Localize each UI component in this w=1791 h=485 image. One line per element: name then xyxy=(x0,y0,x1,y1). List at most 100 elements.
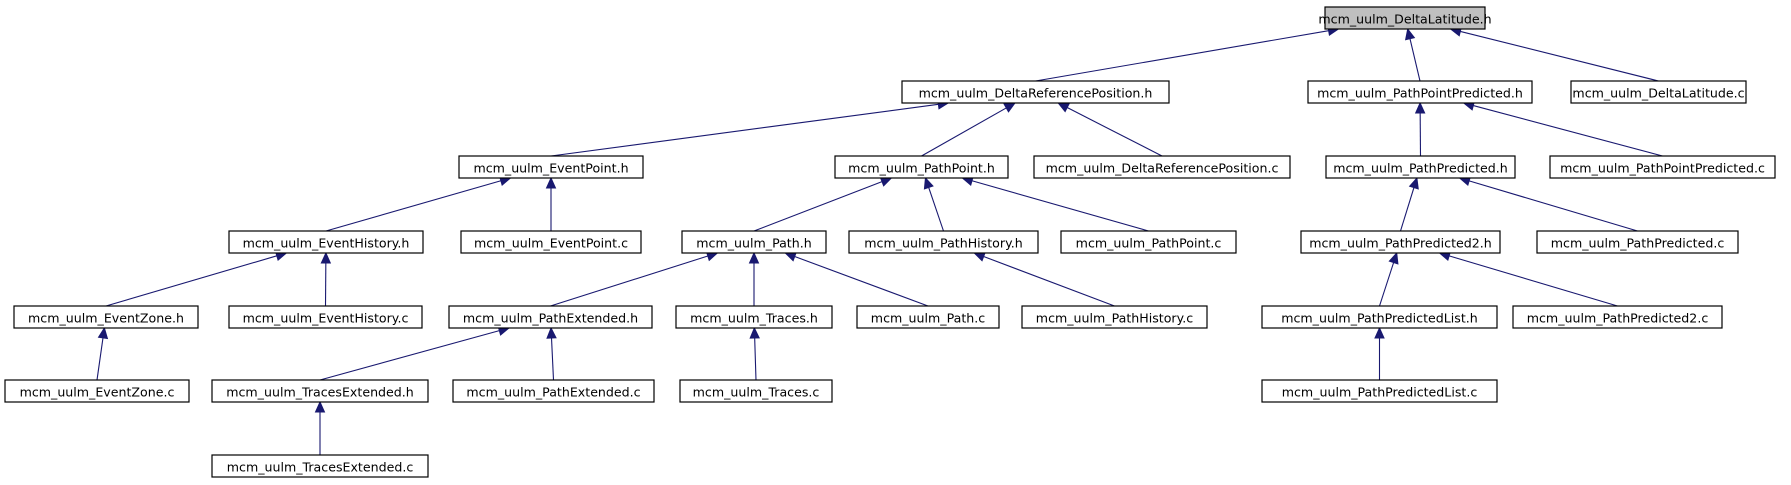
arrowhead xyxy=(1057,102,1071,113)
node-box xyxy=(834,155,1009,179)
edge-mcm-uulm-pathpointpredicted-c-to-mcm-uulm-pathpointpredicted-h xyxy=(1462,100,1663,157)
node-box xyxy=(856,305,1000,329)
node-mcm-uulm-traces-h[interactable]: mcm_uulm_Traces.h xyxy=(675,305,833,329)
edge-mcm-uulm-pathextended-c-to-mcm-uulm-pathextended-h xyxy=(546,326,557,381)
edge-mcm-uulm-pathpredicted2-h-to-mcm-uulm-pathpredicted-h xyxy=(1399,176,1419,232)
arrowhead xyxy=(1388,251,1399,265)
node-mcm-uulm-path-c[interactable]: mcm_uulm_Path.c xyxy=(856,305,1000,329)
node-box xyxy=(675,305,833,329)
node-mcm-uulm-eventhistory-h[interactable]: mcm_uulm_EventHistory.h xyxy=(228,230,424,254)
node-box xyxy=(1261,305,1498,329)
edge-mcm-uulm-pathpredicted2-c-to-mcm-uulm-pathpredicted2-h xyxy=(1438,250,1618,307)
node-mcm-uulm-deltalatitude-c[interactable]: mcm_uulm_DeltaLatitude.c xyxy=(1570,80,1747,104)
node-mcm-uulm-eventpoint-c[interactable]: mcm_uulm_EventPoint.c xyxy=(460,230,642,254)
node-label: mcm_uulm_PathPredictedList.c xyxy=(1282,385,1478,400)
node-mcm-uulm-pathpredicted-c[interactable]: mcm_uulm_PathPredicted.c xyxy=(1536,230,1739,254)
arrowhead xyxy=(1408,176,1419,190)
node-label: mcm_uulm_PathHistory.h xyxy=(864,236,1022,251)
edge-mcm-uulm-eventhistory-c-to-mcm-uulm-eventhistory-h xyxy=(320,251,332,307)
node-label: mcm_uulm_EventZone.h xyxy=(28,311,184,326)
node-mcm-uulm-pathpredicted-h[interactable]: mcm_uulm_PathPredicted.h xyxy=(1325,155,1516,179)
node-box xyxy=(901,80,1170,104)
node-label: mcm_uulm_PathExtended.h xyxy=(463,311,638,326)
node-mcm-uulm-path-h[interactable]: mcm_uulm_Path.h xyxy=(681,230,827,254)
arrowhead xyxy=(879,176,893,187)
node-label: mcm_uulm_PathPointPredicted.h xyxy=(1317,86,1523,101)
node-label: mcm_uulm_EventPoint.h xyxy=(473,161,628,176)
node-label: mcm_uulm_Traces.c xyxy=(693,385,820,400)
node-box xyxy=(1033,155,1291,179)
node-mcm-uulm-pathhistory-h[interactable]: mcm_uulm_PathHistory.h xyxy=(848,230,1039,254)
node-mcm-uulm-pathpredictedlist-c[interactable]: mcm_uulm_PathPredictedList.c xyxy=(1261,379,1498,403)
node-box xyxy=(681,230,827,254)
node-box xyxy=(1325,155,1516,179)
edge-mcm-uulm-pathhistory-h-to-mcm-uulm-pathpoint-h xyxy=(923,176,945,232)
arrowhead xyxy=(748,251,760,264)
arrowhead xyxy=(546,326,557,339)
node-mcm-uulm-traces-c[interactable]: mcm_uulm_Traces.c xyxy=(679,379,833,403)
edge-mcm-uulm-pathpoint-c-to-mcm-uulm-pathpoint-h xyxy=(961,175,1149,232)
arrowhead xyxy=(749,326,760,339)
node-label: mcm_uulm_PathPointPredicted.c xyxy=(1560,161,1765,176)
node-label: mcm_uulm_DeltaReferencePosition.h xyxy=(919,86,1153,101)
node-box xyxy=(1570,80,1747,104)
node-mcm-uulm-pathpredictedlist-h[interactable]: mcm_uulm_PathPredictedList.h xyxy=(1261,305,1498,329)
node-label: mcm_uulm_PathPoint.c xyxy=(1076,236,1222,251)
edge-mcm-uulm-traces-c-to-mcm-uulm-traces-h xyxy=(749,326,760,381)
edge-mcm-uulm-pathpredicted-h-to-mcm-uulm-pathpointpredicted-h xyxy=(1414,101,1426,157)
node-mcm-uulm-eventzone-h[interactable]: mcm_uulm_EventZone.h xyxy=(13,305,199,329)
node-mcm-uulm-pathhistory-c[interactable]: mcm_uulm_PathHistory.c xyxy=(1021,305,1208,329)
node-label: mcm_uulm_PathPoint.h xyxy=(848,161,995,176)
node-mcm-uulm-pathpoint-c[interactable]: mcm_uulm_PathPoint.c xyxy=(1060,230,1237,254)
node-label: mcm_uulm_DeltaReferencePosition.c xyxy=(1046,161,1279,176)
edge-mcm-uulm-tracesextended-c-to-mcm-uulm-tracesextended-h xyxy=(314,400,326,455)
node-label: mcm_uulm_PathHistory.c xyxy=(1036,311,1193,326)
node-mcm-uulm-pathextended-c[interactable]: mcm_uulm_PathExtended.c xyxy=(452,379,655,403)
node-box xyxy=(1307,80,1533,104)
edge-mcm-uulm-pathpointpredicted-h-to-mcm-uulm-deltalatitude-h xyxy=(1404,27,1421,82)
node-label: mcm_uulm_EventHistory.h xyxy=(243,236,410,251)
node-box xyxy=(1536,230,1739,254)
node-mcm-uulm-pathpredicted2-h[interactable]: mcm_uulm_PathPredicted2.h xyxy=(1300,230,1501,254)
node-label: mcm_uulm_EventPoint.c xyxy=(474,236,628,251)
arrowhead xyxy=(545,176,557,189)
edge-mcm-uulm-pathpredictedlist-h-to-mcm-uulm-pathpredicted2-h xyxy=(1378,251,1399,307)
node-box xyxy=(1324,6,1486,30)
edge-mcm-uulm-traces-h-to-mcm-uulm-path-h xyxy=(748,251,760,306)
arrowhead xyxy=(314,400,326,413)
node-mcm-uulm-pathpredicted2-c[interactable]: mcm_uulm_PathPredicted2.c xyxy=(1512,305,1723,329)
node-box xyxy=(452,379,655,403)
node-box xyxy=(848,230,1039,254)
node-mcm-uulm-pathpointpredicted-h[interactable]: mcm_uulm_PathPointPredicted.h xyxy=(1307,80,1533,104)
node-label: mcm_uulm_PathPredicted2.c xyxy=(1527,311,1709,326)
edges xyxy=(96,25,1663,455)
node-mcm-uulm-tracesextended-c[interactable]: mcm_uulm_TracesExtended.c xyxy=(211,454,429,478)
node-box xyxy=(228,230,424,254)
node-box xyxy=(679,379,833,403)
node-mcm-uulm-eventpoint-h[interactable]: mcm_uulm_EventPoint.h xyxy=(458,155,644,179)
node-box xyxy=(458,155,644,179)
arrowhead xyxy=(1414,101,1426,114)
edge-mcm-uulm-deltareferenceposition-c-to-mcm-uulm-deltareferenceposition-h xyxy=(1057,102,1163,157)
node-box xyxy=(13,305,199,329)
edge-mcm-uulm-deltalatitude-c-to-mcm-uulm-deltalatitude-h xyxy=(1449,26,1659,82)
arrowhead xyxy=(320,251,332,264)
node-box xyxy=(1021,305,1208,329)
node-label: mcm_uulm_DeltaLatitude.h xyxy=(1318,12,1491,27)
node-mcm-uulm-pathpointpredicted-c[interactable]: mcm_uulm_PathPointPredicted.c xyxy=(1549,155,1776,179)
node-label: mcm_uulm_EventHistory.c xyxy=(243,311,409,326)
node-mcm-uulm-eventzone-c[interactable]: mcm_uulm_EventZone.c xyxy=(4,379,190,403)
node-mcm-uulm-pathpoint-h[interactable]: mcm_uulm_PathPoint.h xyxy=(834,155,1009,179)
node-mcm-uulm-deltareferenceposition-c[interactable]: mcm_uulm_DeltaReferencePosition.c xyxy=(1033,155,1291,179)
node-label: mcm_uulm_PathPredicted.c xyxy=(1551,236,1725,251)
node-mcm-uulm-deltareferenceposition-h[interactable]: mcm_uulm_DeltaReferencePosition.h xyxy=(901,80,1170,104)
node-label: mcm_uulm_PathPredictedList.h xyxy=(1281,311,1478,326)
node-box xyxy=(1261,379,1498,403)
edge-mcm-uulm-tracesextended-h-to-mcm-uulm-pathextended-h xyxy=(319,325,511,381)
node-mcm-uulm-tracesextended-h[interactable]: mcm_uulm_TracesExtended.h xyxy=(211,379,429,403)
node-mcm-uulm-pathextended-h[interactable]: mcm_uulm_PathExtended.h xyxy=(448,305,653,329)
node-mcm-uulm-eventhistory-c[interactable]: mcm_uulm_EventHistory.c xyxy=(228,305,423,329)
node-box xyxy=(1300,230,1501,254)
edge-mcm-uulm-eventzone-c-to-mcm-uulm-eventzone-h xyxy=(96,326,109,381)
